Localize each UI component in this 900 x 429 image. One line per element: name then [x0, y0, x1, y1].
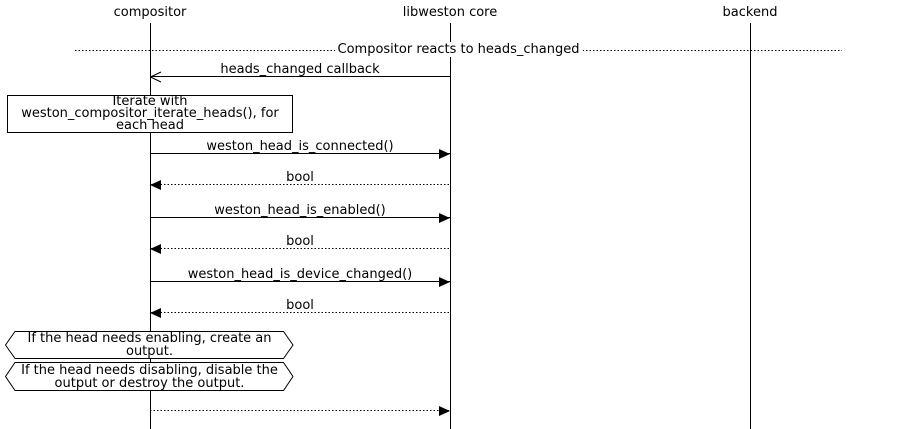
lifeline-compositor [150, 23, 151, 429]
filled-arrowhead-icon [150, 180, 161, 190]
condition-line: If the head needs disabling, disable the [21, 362, 278, 378]
message-line [150, 312, 450, 313]
filled-arrowhead-icon [439, 406, 450, 416]
filled-arrowhead-icon [439, 149, 450, 159]
filled-arrowhead-icon [150, 244, 161, 254]
lifeline-backend [750, 23, 751, 429]
condition-line: If the head needs enabling, create an [27, 331, 272, 346]
message-label: bool [286, 298, 314, 313]
msg-heads-changed-callback: heads_changed callback [150, 62, 450, 83]
message-label: bool [286, 170, 314, 185]
message-line [150, 76, 450, 77]
message-line [150, 410, 450, 411]
msg-weston-head-is-enabled: weston_head_is_enabled() [150, 203, 450, 223]
participant-label-backend: backend [722, 5, 778, 20]
message-label: heads_changed callback [220, 62, 380, 77]
condition-line: output or destroy the output. [54, 375, 245, 391]
message-line [150, 281, 450, 282]
message-line [150, 153, 450, 154]
msg-return-bool-device-changed: bool [150, 298, 450, 318]
message-line [150, 248, 450, 249]
condition-note-enabling: If the head needs enabling, create an ou… [4, 331, 294, 359]
filled-arrowhead-icon [150, 308, 161, 318]
message-label: bool [286, 234, 314, 249]
message-label: weston_head_is_enabled() [214, 203, 386, 218]
note-iterate-heads: Iterate with weston_compositor_iterate_h… [7, 93, 293, 134]
divider: Compositor reacts to heads_changed [75, 42, 842, 57]
message-line [150, 217, 450, 218]
note-line: weston_compositor_iterate_heads(), for [21, 105, 279, 121]
msg-weston-head-is-connected: weston_head_is_connected() [150, 139, 450, 159]
filled-arrowhead-icon [439, 277, 450, 287]
msg-return-bool-connected: bool [150, 170, 450, 190]
lifeline-libweston-core [450, 23, 451, 429]
open-arrowhead-icon [150, 71, 162, 83]
participant-label-compositor: compositor [113, 5, 187, 20]
msg-weston-head-is-device-changed: weston_head_is_device_changed() [150, 267, 450, 287]
divider-label: Compositor reacts to heads_changed [334, 42, 583, 57]
message-line [150, 184, 450, 185]
condition-note-disabling: If the head needs disabling, disable the… [4, 362, 294, 391]
participant-label-libweston-core: libweston core [402, 5, 498, 20]
hexagon-shape [4, 331, 294, 359]
message-label: weston_head_is_connected() [206, 139, 394, 154]
note-line: each head [116, 118, 184, 134]
hexagon-shape [4, 362, 294, 391]
condition-line: output. [125, 344, 173, 359]
message-label: weston_head_is_device_changed() [187, 267, 413, 282]
msg-return-bool-enabled: bool [150, 234, 450, 254]
note-line: Iterate with [112, 93, 188, 109]
msg-final-return [150, 397, 450, 416]
filled-arrowhead-icon [439, 213, 450, 223]
